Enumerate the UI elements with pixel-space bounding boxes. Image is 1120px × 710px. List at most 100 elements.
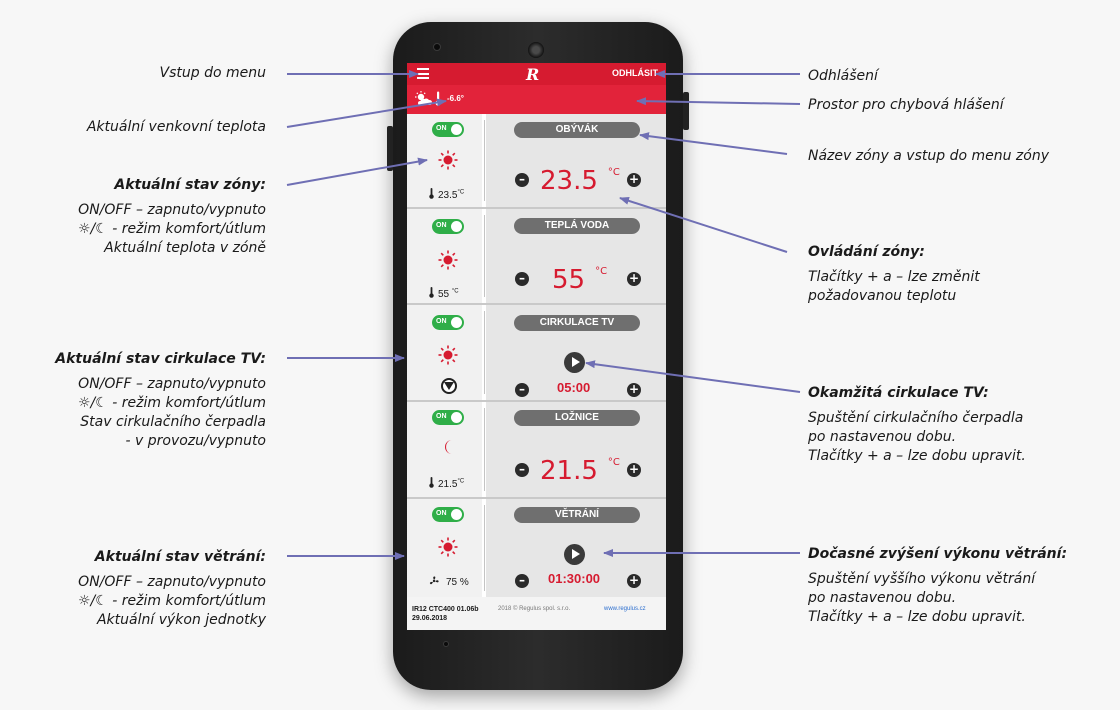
app-screen: R ODHLÁSIT -6.6° ON 23.5°C OBÝVÁK – 23.5… (407, 63, 666, 630)
zone-name-button[interactable]: OBÝVÁK (514, 122, 640, 138)
annotation-outdoor-temp: Aktuální venkovní teplota (86, 119, 266, 135)
zone-current-temperature: 23.5°C (429, 188, 464, 201)
thermometer-icon (435, 91, 441, 106)
zone-obyvak: ON 23.5°C OBÝVÁK – 23.5°C + (407, 114, 666, 209)
toggle-label: ON (436, 125, 447, 132)
toggle-label: ON (436, 510, 447, 517)
divider (484, 120, 485, 201)
zone-on-off-toggle[interactable]: ON (432, 410, 464, 425)
zone-on-off-toggle[interactable]: ON (432, 507, 464, 522)
ventilation-timer: 01:30:00 (548, 571, 601, 586)
zone-name-button[interactable]: VĚTRÁNÍ (514, 507, 640, 523)
app-footer: IR12 CTC400 01.06b 29.06.2018 2018 © Reg… (407, 597, 666, 630)
set-temp-unit: °C (607, 457, 620, 468)
regulus-logo: R (526, 65, 540, 84)
annotation-zone-state: Aktuální stav zóny: ON/OFF – zapnuto/vyp… (78, 177, 266, 256)
firmware-version: IR12 CTC400 01.06b 29.06.2018 (412, 605, 479, 623)
partly-cloudy-icon (415, 91, 432, 105)
increase-button[interactable]: + (627, 382, 641, 397)
toggle-knob (451, 509, 462, 520)
toggle-knob (451, 412, 462, 423)
toggle-label: ON (436, 318, 447, 325)
set-temp-value: 21.5 (540, 456, 598, 486)
zone-vetrani: ON 75 % VĚTRÁNÍ – 01:30:00 + (407, 499, 666, 597)
outdoor-temperature: -6.6° (447, 94, 464, 103)
website-link[interactable]: www.regulus.cz (604, 606, 646, 612)
decrease-button[interactable]: – (515, 383, 529, 397)
fan-icon (429, 576, 439, 585)
zone-current-temperature: 55 °C (429, 287, 459, 300)
annotation-error-space: Prostor pro chybová hlášení (808, 97, 1004, 113)
divider (484, 408, 485, 491)
current-temp-value: 23.5 (438, 190, 458, 201)
logout-button[interactable]: ODHLÁSIT (612, 68, 658, 78)
annotation-zone-control: Ovládání zóny: Tlačítky + a – lze změnit… (808, 244, 980, 304)
toggle-label: ON (436, 222, 447, 229)
zone-current-temperature: 21.5°C (429, 477, 464, 490)
app-header: R ODHLÁSIT (407, 63, 666, 85)
set-temp-value: 23.5 (540, 166, 598, 196)
circulation-pump-icon (441, 378, 457, 394)
current-temp-value: 21.5 (438, 479, 458, 490)
thermometer-icon (429, 188, 434, 199)
toggle-knob (451, 317, 462, 328)
sun-comfort-icon (438, 537, 458, 557)
zone-set-temperature: 23.5°C (540, 166, 620, 196)
annotation-vent-state: Aktuální stav větrání: ON/OFF – zapnuto/… (78, 549, 266, 628)
sensor-icon (443, 641, 449, 647)
zone-name-button[interactable]: LOŽNICE (514, 410, 640, 426)
increase-button[interactable]: + (627, 462, 641, 477)
toggle-knob (451, 221, 462, 232)
toggle-knob (451, 124, 462, 135)
zone-on-off-toggle[interactable]: ON (432, 219, 464, 234)
annotation-zone-name: Název zóny a vstup do menu zóny (808, 148, 1050, 164)
hamburger-menu-icon[interactable] (417, 68, 429, 79)
increase-button[interactable]: + (627, 271, 641, 286)
sun-comfort-icon (438, 250, 458, 270)
toggle-label: ON (436, 413, 447, 420)
copyright: 2018 © Regulus spol. s.r.o. (498, 606, 571, 612)
annotation-instant-circ: Okamžitá cirkulace TV: Spuštění cirkulač… (808, 385, 1026, 464)
start-ventilation-boost-button[interactable] (564, 544, 585, 565)
decrease-button[interactable]: – (515, 272, 529, 286)
decrease-button[interactable]: – (515, 173, 529, 187)
zone-loznice: ON 21.5°C LOŽNICE – 21.5°C + (407, 402, 666, 499)
moon-setback-icon (445, 440, 452, 454)
zone-set-temperature: 55°C (552, 265, 607, 295)
increase-button[interactable]: + (627, 573, 641, 588)
phone-volume-button (683, 92, 689, 130)
decrease-button[interactable]: – (515, 574, 529, 588)
current-temp-value: 55 (438, 289, 450, 300)
thermometer-icon (429, 477, 434, 488)
sun-comfort-icon (438, 345, 458, 365)
front-camera-icon (433, 43, 441, 51)
zone-on-off-toggle[interactable]: ON (432, 122, 464, 137)
current-temp-unit: °C (457, 189, 465, 196)
divider (484, 215, 485, 297)
decrease-button[interactable]: – (515, 463, 529, 477)
earpiece-icon (528, 42, 544, 58)
zone-tepla-voda: ON 55 °C TEPLÁ VODA – 55°C + (407, 209, 666, 305)
fan-power-value: 75 % (446, 577, 469, 588)
zone-set-temperature: 21.5 °C (540, 456, 620, 486)
sun-comfort-icon (438, 150, 458, 170)
start-circulation-button[interactable] (564, 352, 585, 373)
divider (484, 311, 485, 394)
annotation-menu-entry: Vstup do menu (159, 65, 266, 81)
zone-on-off-toggle[interactable]: ON (432, 315, 464, 330)
increase-button[interactable]: + (627, 172, 641, 187)
zone-name-button[interactable]: CIRKULACE TV (514, 315, 640, 331)
version-date: 29.06.2018 (412, 615, 448, 622)
annotation-circ-state: Aktuální stav cirkulace TV: ON/OFF – zap… (55, 351, 266, 449)
annotation-logout: Odhlášení (808, 68, 878, 84)
ventilation-power: 75 % (429, 576, 469, 588)
zone-name-button[interactable]: TEPLÁ VODA (514, 218, 640, 234)
annotation-vent-boost: Dočasné zvýšení výkonu větrání: Spuštění… (808, 546, 1068, 625)
circulation-timer: 05:00 (557, 380, 591, 395)
set-temp-value: 55 (552, 265, 586, 295)
error-message-bar: -6.6° (407, 85, 666, 114)
current-temp-unit: °C (457, 478, 465, 485)
version-line: IR12 CTC400 01.06b (412, 606, 479, 613)
divider (484, 505, 485, 591)
phone-side-button (387, 126, 393, 171)
